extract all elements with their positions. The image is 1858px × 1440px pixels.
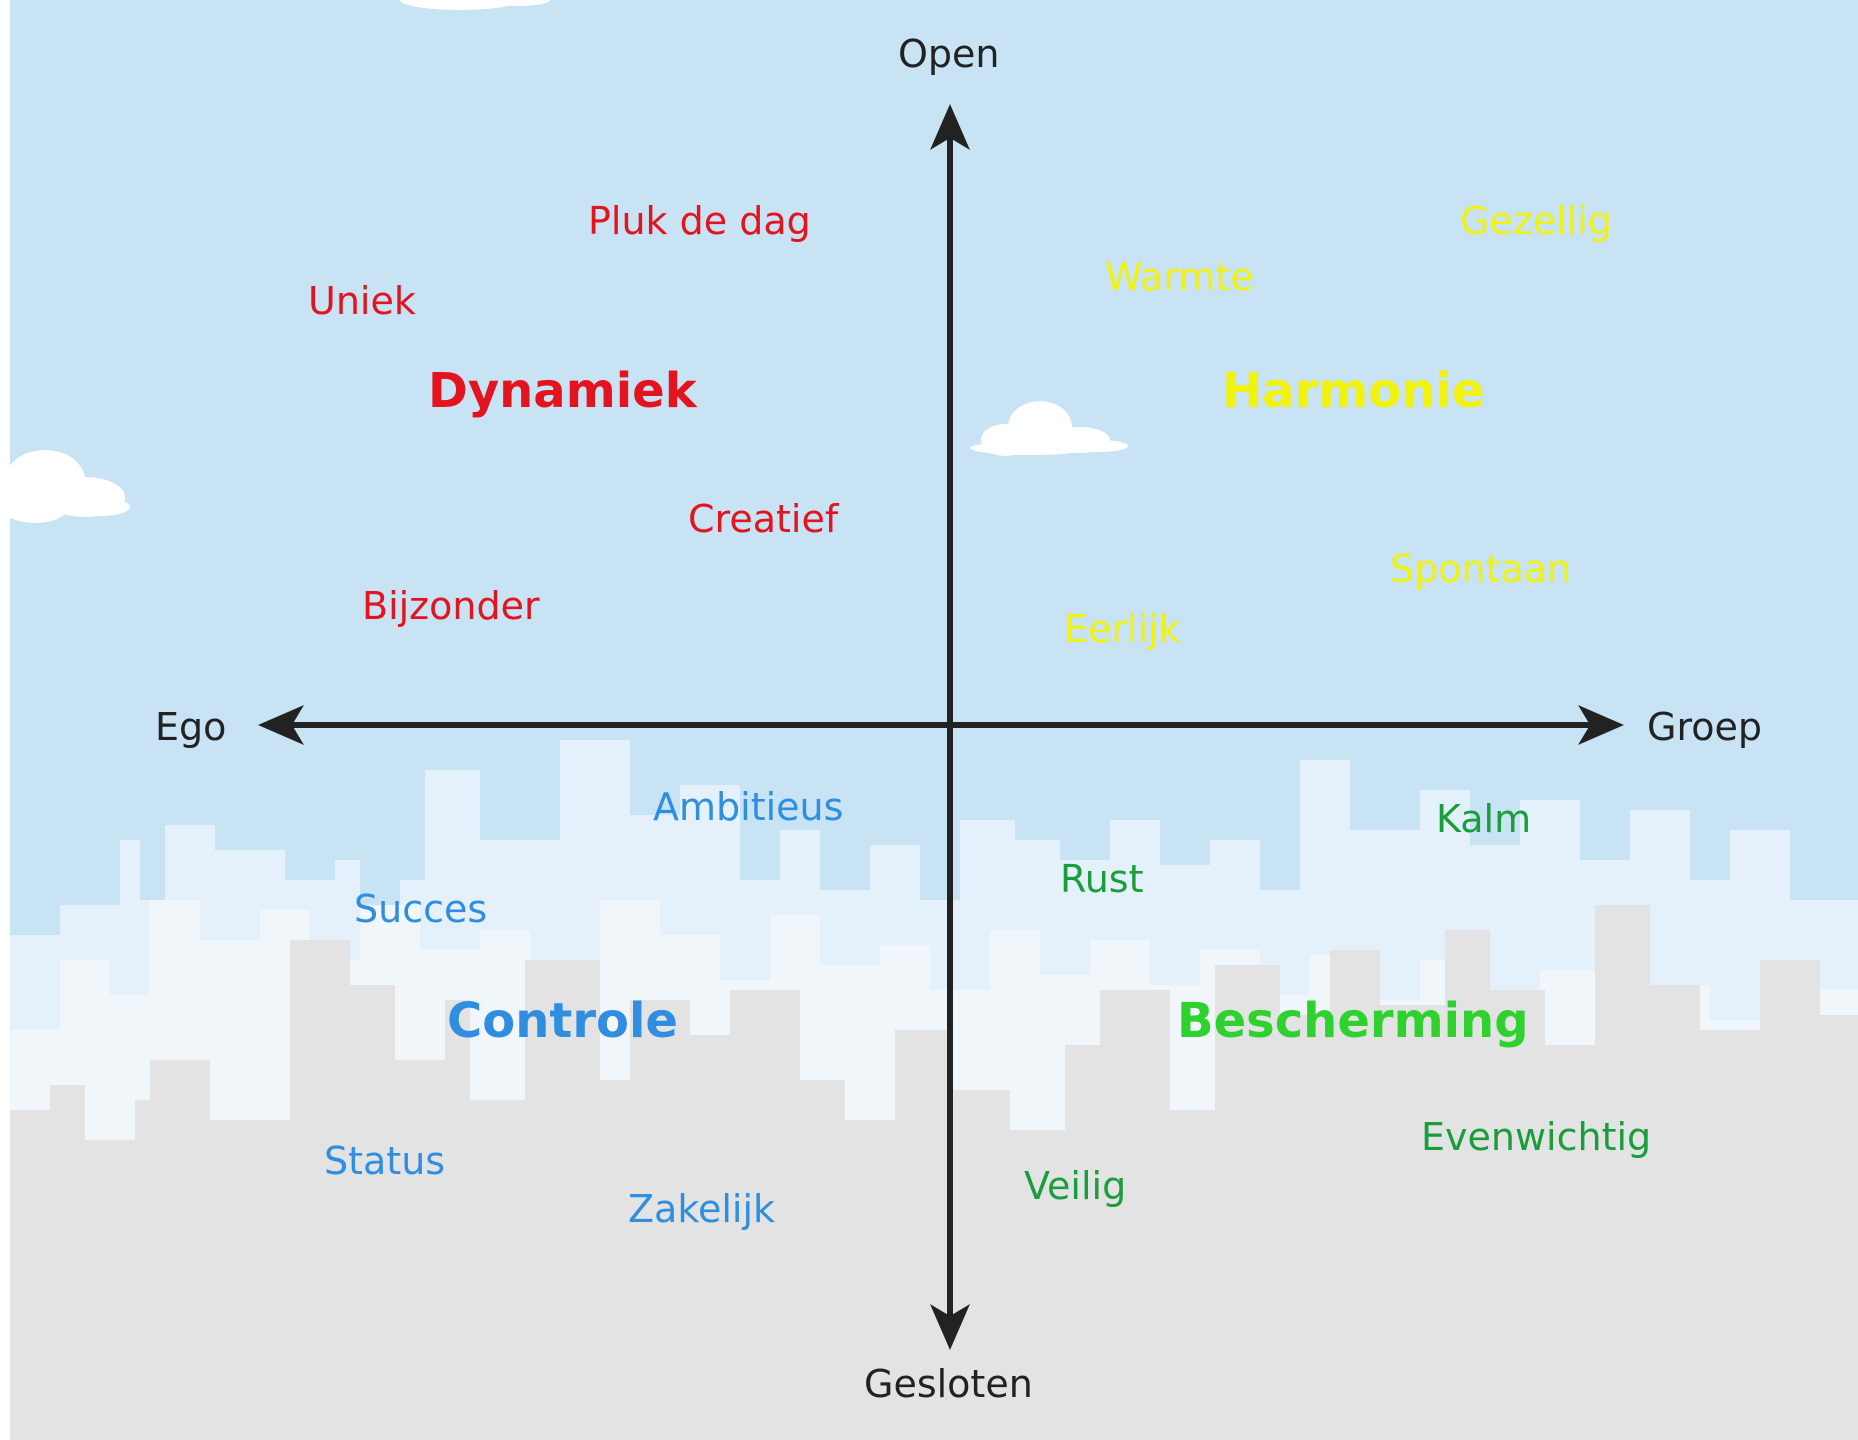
axis-label-gesloten: Gesloten: [864, 1362, 1033, 1406]
word-uniek: Uniek: [308, 279, 416, 323]
axis-label-ego: Ego: [155, 705, 227, 749]
quadrant-title-controle: Controle: [447, 993, 678, 1049]
word-evenwichtig: Evenwichtig: [1421, 1115, 1652, 1159]
axis-label-groep: Groep: [1647, 705, 1762, 749]
arrow-up-icon: [930, 104, 970, 150]
cloud-left: [0, 450, 130, 523]
word-veilig: Veilig: [1024, 1164, 1127, 1208]
word-eerlijk: Eerlijk: [1064, 607, 1181, 651]
axes: [290, 135, 1600, 1320]
word-bijzonder: Bijzonder: [362, 584, 540, 628]
arrow-left-icon: [258, 705, 304, 745]
word-creatief: Creatief: [688, 497, 839, 541]
axis-label-open: Open: [898, 32, 1000, 76]
word-warmte: Warmte: [1105, 255, 1254, 299]
word-rust: Rust: [1060, 857, 1144, 901]
arrow-down-icon: [930, 1304, 970, 1350]
word-zakelijk: Zakelijk: [628, 1187, 776, 1231]
skyline-near: [10, 905, 1858, 1440]
word-kalm: Kalm: [1436, 797, 1532, 841]
cloud-center: [970, 401, 1128, 456]
word-pluk-de-dag: Pluk de dag: [588, 199, 811, 243]
word-gezellig: Gezellig: [1460, 199, 1612, 243]
word-ambitieus: Ambitieus: [653, 785, 844, 829]
quadrant-title-dynamiek: Dynamiek: [428, 363, 697, 419]
word-succes: Succes: [354, 887, 488, 931]
word-status: Status: [324, 1139, 446, 1183]
cloud-top: [400, 0, 550, 10]
quadrant-title-harmonie: Harmonie: [1222, 363, 1485, 419]
arrow-right-icon: [1578, 705, 1624, 745]
quadrant-title-bescherming: Bescherming: [1177, 993, 1529, 1049]
word-spontaan: Spontaan: [1390, 547, 1572, 591]
